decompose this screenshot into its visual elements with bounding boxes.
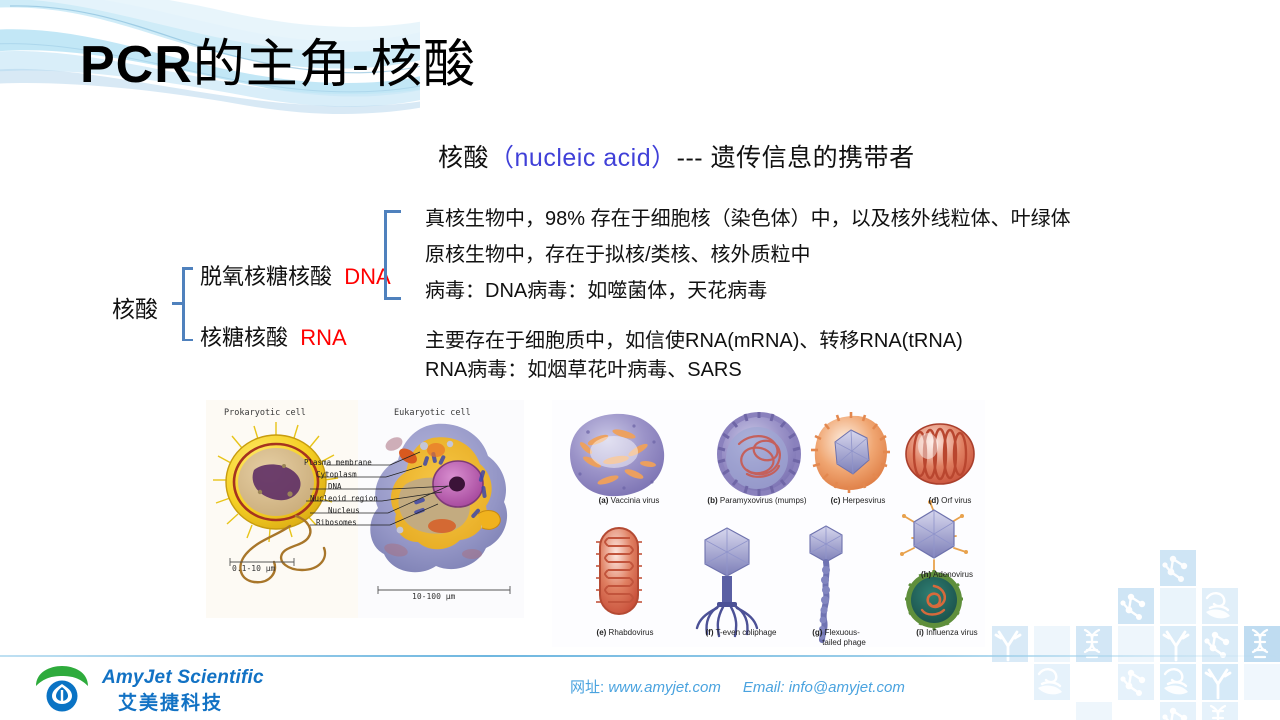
- scale-bar-prokaryotic: 0.1-10 µm: [232, 564, 276, 573]
- footer-divider: [0, 655, 1280, 657]
- bracket-top-arm: [182, 267, 193, 270]
- cell-leader-plasma-membrane: Plasma membrane: [304, 458, 372, 467]
- virus-name: Paramyxovirus (mumps): [719, 496, 807, 505]
- brand-name-cn: 艾美捷科技: [118, 693, 224, 714]
- virus-caption-g: (g) Flexuous-: [800, 628, 872, 637]
- virus-key: (a): [598, 496, 609, 505]
- tree-left-bracket-icon: [172, 267, 193, 341]
- rna-detail-list: 主要存在于细胞质中，如信使RNA(mRNA)、转移RNA(tRNA) RNA病毒…: [425, 327, 963, 385]
- virus-caption-h: (h) Adenovirus: [902, 570, 985, 579]
- virus-name: Vaccinia virus: [610, 496, 660, 505]
- page-title-en: PCR: [80, 36, 193, 94]
- page-title: PCR的主角-核酸: [80, 36, 476, 96]
- figure-label-prokaryotic: Prokaryotic cell: [224, 408, 306, 418]
- dna-detail-line: 原核生物中，存在于拟核/类核、核外质粒中: [425, 244, 811, 266]
- figure-label-eukaryotic: Eukaryotic cell: [394, 408, 471, 418]
- bracket-vertical: [384, 210, 387, 300]
- page-title-cn: 的主角-核酸: [192, 36, 477, 94]
- virus-caption-i: (i) Influenza virus: [900, 628, 985, 637]
- email-address[interactable]: Email: info@amyjet.com: [742, 679, 905, 696]
- tree-root-label: 核酸: [112, 296, 158, 322]
- virus-key: (b): [707, 496, 718, 505]
- bracket-bottom-arm: [182, 338, 193, 341]
- virus-caption-d: (d) Orf virus: [910, 496, 985, 505]
- tree-right-bracket-icon: [384, 210, 404, 300]
- cell-leader-nucleoid-region: Nucleoid region: [310, 494, 378, 503]
- website-url[interactable]: www.amyjet.com: [604, 679, 721, 696]
- cell-leader-ribosomes: Ribosomes: [316, 518, 357, 527]
- virus-caption-a: (a) Vaccinia virus: [574, 496, 684, 505]
- branch-rna-label: 核糖核酸: [200, 325, 289, 350]
- branch-dna-label: 脱氧核糖核酸: [200, 264, 333, 289]
- cell-leader-dna: DNA: [328, 482, 342, 491]
- virus-name: Rhabdovirus: [608, 628, 654, 637]
- virus-name: Adenovirus: [932, 570, 974, 579]
- virus-key: (g): [812, 628, 823, 637]
- rna-detail-line: 主要存在于细胞质中，如信使RNA(mRNA)、转移RNA(tRNA): [425, 330, 963, 352]
- dna-detail-line: 真核生物中，98% 存在于细胞核（染色体）中，以及核外线粒体、叶绿体: [425, 208, 1071, 230]
- virus-caption-f: (f) T-even coliphage: [686, 628, 796, 637]
- virus-key: (f): [705, 628, 714, 637]
- tree-branch-dna: 脱氧核糖核酸 DNA: [200, 259, 391, 291]
- virus-caption-g2: tailed phage: [822, 638, 866, 647]
- footer-contact: 网址: www.amyjet.com Email: info@amyjet.com: [570, 676, 905, 697]
- virus-key: (e): [596, 628, 607, 637]
- virus-name: Influenza virus: [926, 628, 978, 637]
- cell-comparison-illustration: [206, 400, 524, 618]
- nucleic-acid-tree: 核酸 脱氧核糖核酸 DNA 核糖核酸 RNA 真核生物中，98% 存在于细胞核（…: [100, 195, 1160, 385]
- bracket-stub: [172, 302, 184, 305]
- subtitle-term: 核酸: [438, 144, 490, 172]
- brand-name-en: AmyJet Scientific: [102, 667, 264, 688]
- brand-logo[interactable]: AmyJet Scientific 艾美捷科技: [30, 666, 300, 714]
- subtitle-desc: --- 遗传信息的携带者: [676, 144, 915, 172]
- virus-key: (h): [920, 570, 932, 579]
- subtitle: 核酸（nucleic acid）--- 遗传信息的携带者: [438, 138, 915, 174]
- virus-name: Herpesvirus: [842, 496, 886, 505]
- cell-leader-cytoplasm: Cytoplasm: [316, 470, 357, 479]
- science-tile-pattern-decoration: [992, 550, 1280, 720]
- bracket-bottom-arm: [384, 297, 401, 300]
- virus-caption-b: (b) Paramyxovirus (mumps): [692, 496, 822, 505]
- dna-detail-line: 病毒：DNA病毒：如噬菌体，天花病毒: [425, 280, 768, 302]
- branch-dna-tag: DNA: [344, 264, 391, 289]
- tree-branch-rna: 核糖核酸 RNA: [200, 320, 347, 352]
- virus-key: (i): [916, 628, 924, 637]
- virus-name: Orf virus: [941, 496, 972, 505]
- virus-name: T-even coliphage: [715, 628, 777, 637]
- bracket-top-arm: [384, 210, 401, 213]
- dna-detail-list: 真核生物中，98% 存在于细胞核（染色体）中，以及核外线粒体、叶绿体 原核生物中…: [425, 207, 1071, 315]
- virus-gallery-illustration: [552, 400, 985, 647]
- virus-key: (d): [928, 496, 939, 505]
- branch-rna-tag: RNA: [300, 325, 347, 350]
- rna-detail-line: RNA病毒：如烟草花叶病毒、SARS: [425, 359, 742, 381]
- subtitle-latin: （nucleic acid）: [489, 144, 677, 172]
- figure-virus-gallery: (a) Vaccinia virus (b) Paramyxovirus (mu…: [552, 400, 985, 647]
- bracket-vertical: [182, 267, 185, 341]
- cell-leader-nucleus: Nucleus: [328, 506, 360, 515]
- virus-name: Flexuous-: [824, 628, 860, 637]
- website-label: 网址:: [570, 679, 605, 696]
- virus-caption-c: (c) Herpesvirus: [810, 496, 906, 505]
- virus-caption-e: (e) Rhabdovirus: [578, 628, 672, 637]
- virus-key: (c): [830, 496, 841, 505]
- figure-cell-comparison: Prokaryotic cell Eukaryotic cell Plasma …: [206, 400, 524, 618]
- scale-bar-eukaryotic: 10-100 µm: [412, 592, 456, 601]
- amyjet-logo-mark-icon: [36, 666, 88, 712]
